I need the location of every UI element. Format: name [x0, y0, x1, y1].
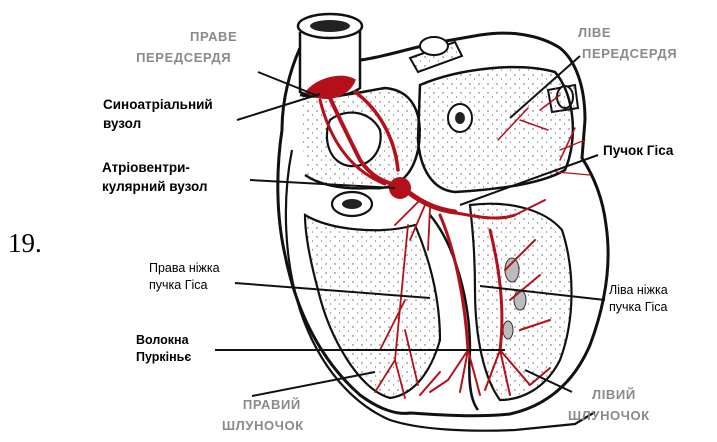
label-purkinje-l2: Пуркіньє: [136, 349, 191, 366]
label-purkinje: Волокна Пуркіньє: [136, 332, 191, 366]
label-left-ventricle-l2: ШЛУНОЧОК: [568, 405, 650, 426]
label-right-branch-l1: Права ніжка: [149, 260, 220, 277]
figure-number: 19.: [8, 228, 42, 259]
label-right-ventricle-l1: ПРАВИЙ: [240, 394, 304, 415]
label-left-atrium-l2: ПЕРЕДСЕРДЯ: [582, 43, 677, 64]
label-right-ventricle-l2: ШЛУНОЧОК: [222, 415, 304, 436]
label-left-branch-l1: Ліва ніжка: [609, 282, 668, 299]
label-right-branch-l2: пучка Гіса: [149, 277, 220, 294]
label-sa-node: Синоатріальний вузол: [103, 95, 213, 133]
label-av-node-l1: Атріовентри-: [102, 158, 207, 177]
label-right-ventricle: ПРАВИЙ ШЛУНОЧОК: [240, 394, 304, 436]
label-right-branch: Права ніжка пучка Гіса: [149, 260, 220, 294]
label-purkinje-l1: Волокна: [136, 332, 191, 349]
label-sa-node-l2: вузол: [103, 114, 213, 133]
label-av-node-l2: кулярний вузол: [102, 177, 207, 196]
label-left-atrium-l1: ЛІВЕ: [578, 22, 677, 43]
right-ventricle-wall: [305, 215, 440, 398]
label-av-node: Атріовентри- кулярний вузол: [102, 158, 207, 196]
label-left-branch-l2: пучка Гіса: [609, 299, 668, 316]
label-bundle-his: Пучок Гіса: [603, 141, 673, 160]
label-bundle-his-l1: Пучок Гіса: [603, 141, 673, 160]
label-right-atrium-l1: ПРАВЕ: [190, 26, 237, 47]
label-right-atrium-l2: ПЕРЕДСЕРДЯ: [130, 47, 237, 68]
label-left-branch: Ліва ніжка пучка Гіса: [609, 282, 668, 316]
label-right-atrium: ПРАВЕ ПЕРЕДСЕРДЯ: [190, 26, 237, 68]
label-left-ventricle: ЛІВИЙ ШЛУНОЧОК: [578, 384, 650, 426]
label-left-ventricle-l1: ЛІВИЙ: [578, 384, 650, 405]
label-sa-node-l1: Синоатріальний: [103, 95, 213, 114]
label-left-atrium: ЛІВЕ ПЕРЕДСЕРДЯ: [578, 22, 677, 64]
